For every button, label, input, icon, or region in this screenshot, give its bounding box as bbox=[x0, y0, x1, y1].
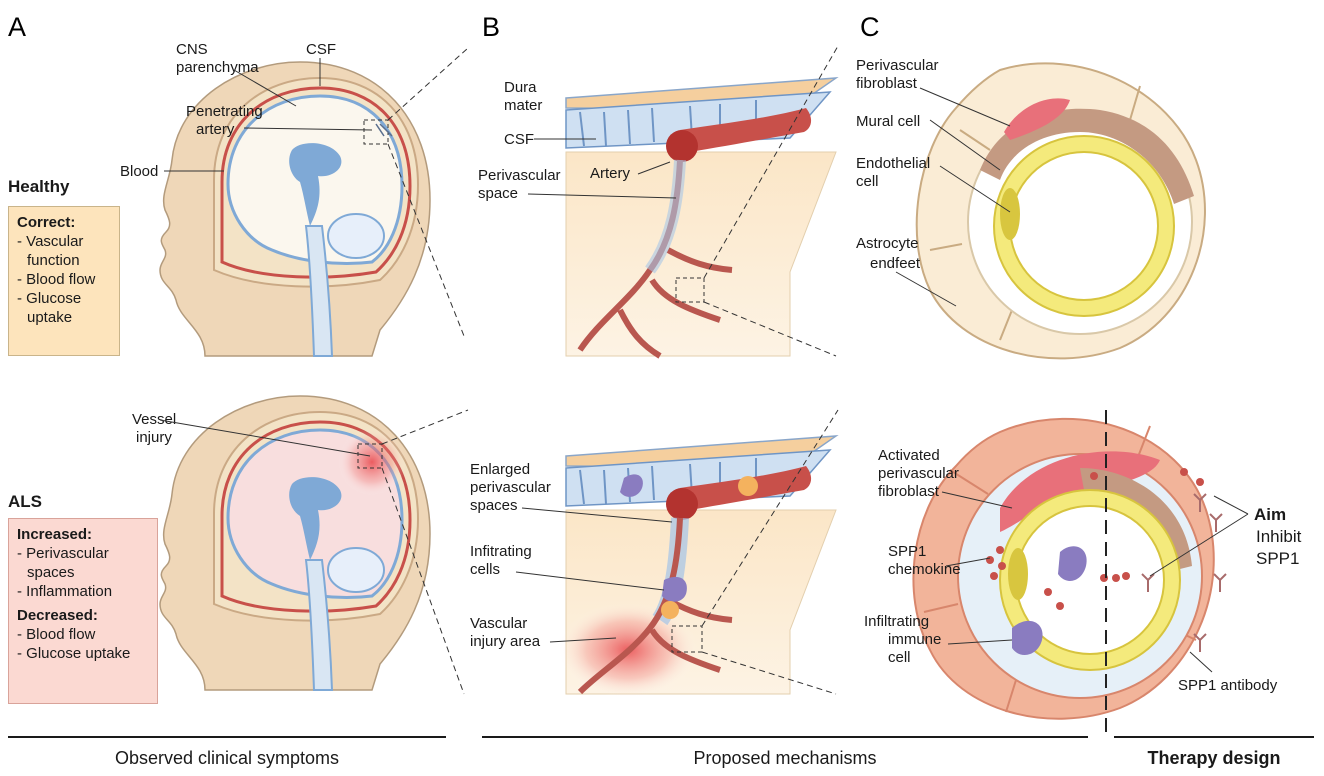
label-immune-1: Infiltrating bbox=[864, 613, 929, 630]
als-artery-node bbox=[666, 488, 698, 520]
leader-spp1-antibody bbox=[1190, 652, 1212, 672]
label-immune-3: cell bbox=[888, 649, 911, 666]
label-fibroblast-2: fibroblast bbox=[856, 75, 918, 92]
healthy-item: Blood flow bbox=[17, 270, 111, 289]
label-endothelial-2: cell bbox=[856, 173, 879, 190]
label-vascular-injury-1: Vascular bbox=[470, 615, 527, 632]
als-immune-cell-vessel bbox=[662, 577, 687, 602]
label-vessel-injury-2: injury bbox=[136, 429, 172, 446]
healthy-cerebellum bbox=[328, 214, 384, 258]
label-enlarged-2: perivascular bbox=[470, 479, 551, 496]
healthy-item: Vascular function bbox=[17, 232, 111, 270]
label-enlarged-1: Enlarged bbox=[470, 461, 530, 478]
label-astrocyte-1: Astrocyte bbox=[856, 235, 919, 252]
label-penetrating-2: artery bbox=[196, 121, 235, 138]
als-findings-box: Increased: Perivascular spaces Inflammat… bbox=[8, 518, 158, 704]
label-activated-2: perivascular bbox=[878, 465, 959, 482]
rule-mechanisms bbox=[482, 736, 1088, 738]
label-astrocyte-2: endfeet bbox=[870, 255, 921, 272]
footer-symptoms: Observed clinical symptoms bbox=[8, 748, 446, 769]
zoom-line-als-top bbox=[382, 410, 468, 444]
als-decreased-heading: Decreased: bbox=[17, 606, 149, 625]
label-spp1-chemokine-2: chemokine bbox=[888, 561, 961, 578]
als-tissue-block bbox=[558, 436, 836, 698]
healthy-findings-box: Correct: Vascular function Blood flow Gl… bbox=[8, 206, 120, 356]
label-csf-a: CSF bbox=[306, 41, 336, 58]
label-mural-cell: Mural cell bbox=[856, 113, 920, 130]
als-head-illustration bbox=[160, 396, 430, 690]
label-fibroblast-1: Perivascular bbox=[856, 57, 939, 74]
label-spp1-antibody: SPP1 antibody bbox=[1178, 677, 1278, 694]
label-csf-b: CSF bbox=[504, 131, 534, 148]
label-activated-1: Activated bbox=[878, 447, 940, 464]
label-blood: Blood bbox=[120, 163, 158, 180]
footer-therapy: Therapy design bbox=[1114, 748, 1314, 769]
healthy-artery-node bbox=[666, 130, 698, 162]
label-enlarged-3: spaces bbox=[470, 497, 518, 514]
label-aim: Aim bbox=[1254, 505, 1286, 524]
healthy-item: Glucose uptake bbox=[17, 289, 111, 327]
label-inhibit: Inhibit bbox=[1256, 527, 1302, 546]
als-immune-cell-surface bbox=[738, 476, 758, 496]
label-activated-3: fibroblast bbox=[878, 483, 940, 500]
label-cns-parenchyma-1: CNS bbox=[176, 41, 208, 58]
label-dura-1: Dura bbox=[504, 79, 537, 96]
panel-label-a: A bbox=[8, 12, 26, 42]
panel-label-c: C bbox=[860, 12, 880, 42]
label-penetrating-1: Penetrating bbox=[186, 103, 263, 120]
als-increased-item: Perivascular spaces bbox=[17, 544, 149, 582]
healthy-lumen bbox=[1010, 152, 1158, 300]
als-infiltrating-cell bbox=[661, 601, 679, 619]
label-cns-parenchyma-2: parenchyma bbox=[176, 59, 259, 76]
als-cerebellum bbox=[328, 548, 384, 592]
label-dura-2: mater bbox=[504, 97, 542, 114]
als-increased-heading: Increased: bbox=[17, 525, 149, 544]
label-perivascular-1: Perivascular bbox=[478, 167, 561, 184]
label-infiltrating-2: cells bbox=[470, 561, 500, 578]
als-increased-item: Inflammation bbox=[17, 582, 149, 601]
label-spp1-target: SPP1 bbox=[1256, 549, 1299, 568]
als-endothelial-nucleus bbox=[1008, 548, 1028, 600]
label-immune-2: immune bbox=[888, 631, 941, 648]
condition-als: ALS bbox=[8, 492, 42, 512]
als-decreased-item: Glucose uptake bbox=[17, 644, 149, 663]
rule-symptoms bbox=[8, 736, 446, 738]
condition-healthy: Healthy bbox=[8, 177, 69, 197]
rule-therapy bbox=[1114, 736, 1314, 738]
als-decreased-item: Blood flow bbox=[17, 625, 149, 644]
footer-mechanisms: Proposed mechanisms bbox=[482, 748, 1088, 769]
healthy-vessel-cross-section bbox=[917, 63, 1205, 358]
panel-label-b: B bbox=[482, 12, 500, 42]
healthy-tissue-cube bbox=[566, 152, 836, 356]
healthy-heading: Correct: bbox=[17, 213, 111, 232]
label-artery: Artery bbox=[590, 165, 631, 182]
label-spp1-chemokine-1: SPP1 bbox=[888, 543, 926, 560]
label-vessel-injury-1: Vessel bbox=[132, 411, 176, 428]
label-perivascular-2: space bbox=[478, 185, 518, 202]
label-infiltrating-1: Infitrating bbox=[470, 543, 532, 560]
label-vascular-injury-2: injury area bbox=[470, 633, 541, 650]
label-endothelial-1: Endothelial bbox=[856, 155, 930, 172]
zoom-line-healthy-top bbox=[388, 48, 468, 120]
healthy-endothelial-nucleus bbox=[1000, 188, 1020, 240]
